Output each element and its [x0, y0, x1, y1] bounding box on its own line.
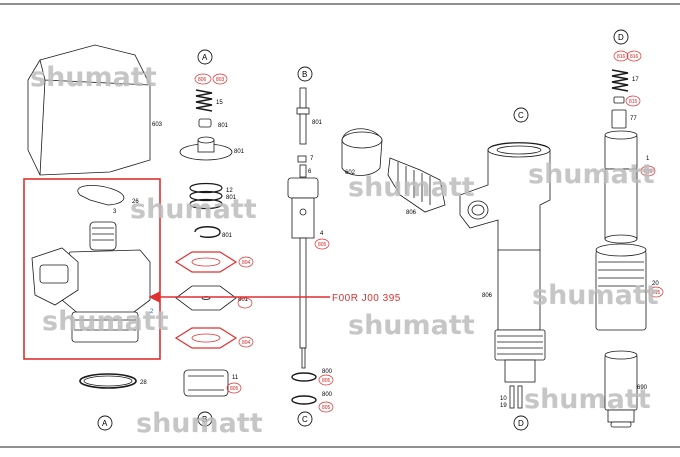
label-801a: 801	[218, 123, 229, 129]
marker-a-top: A	[202, 53, 208, 62]
marker-d-bottom: D	[518, 419, 524, 428]
marker-c-top: C	[518, 111, 524, 120]
label-801f: 801	[312, 120, 323, 126]
label-26: 26	[132, 199, 139, 205]
label-11: 11	[232, 375, 239, 381]
red-label-816b: 816	[630, 54, 639, 60]
section-markers	[97, 29, 629, 431]
red-label-815c: 815	[652, 290, 661, 296]
watermark-4: shumatt	[348, 310, 475, 341]
label-603: 603	[152, 122, 163, 128]
marker-b-top: B	[302, 70, 307, 79]
marker-a-bottom: A	[102, 419, 108, 428]
red-label-804b: 804	[242, 340, 251, 346]
watermark-7: shumatt	[528, 159, 655, 190]
label-77: 77	[630, 116, 637, 122]
red-label-804a: 804	[242, 260, 251, 266]
label-7: 7	[310, 156, 314, 162]
red-label-805b: 805	[318, 242, 327, 248]
label-4: 4	[320, 231, 324, 237]
spring-d	[611, 69, 629, 92]
red-label-803: 803	[216, 77, 225, 83]
cover-cap	[27, 44, 151, 176]
marker-d-top: D	[618, 33, 624, 42]
shim-upper	[174, 251, 238, 273]
label-28: 28	[140, 380, 147, 386]
retaining-clip	[77, 185, 125, 206]
spring-small	[195, 89, 213, 112]
solenoid-group	[27, 44, 151, 389]
label-690: 690	[637, 385, 648, 391]
watermark-1: shumatt	[30, 62, 157, 93]
label-602: 602	[345, 170, 356, 176]
red-label-815: 815	[629, 99, 638, 105]
injector-body-group	[341, 128, 551, 409]
marker-c-bottom: C	[302, 415, 308, 424]
label-20: 20	[652, 281, 659, 287]
label-3: 3	[113, 209, 117, 215]
label-10: 10	[500, 396, 507, 402]
red-label-805c: 805	[322, 378, 331, 384]
label-801d: 801	[222, 233, 233, 239]
label-800a: 800	[322, 369, 333, 375]
watermark-9: shumatt	[524, 384, 651, 415]
red-label-816a: 816	[617, 54, 626, 60]
label-12: 12	[226, 188, 233, 194]
label-800b: 800	[322, 392, 333, 398]
label-19: 19	[500, 403, 507, 409]
armature-group	[174, 89, 238, 397]
valve-body	[287, 177, 319, 199]
marker-b-bottom: B	[202, 415, 207, 424]
spring-large	[189, 182, 223, 210]
label-801b: 801	[234, 149, 245, 155]
label-806a: 806	[406, 210, 417, 216]
label-801c: 801	[226, 195, 237, 201]
shim-lower	[174, 327, 238, 349]
nozzle-needle	[299, 237, 307, 349]
red-label-806: 806	[198, 77, 207, 83]
part-number-label: F00R J00 395	[332, 293, 401, 304]
highlight-box	[23, 178, 161, 360]
label-15: 15	[216, 100, 223, 106]
label-17: 17	[632, 77, 639, 83]
watermark-3: shumatt	[42, 306, 169, 337]
label-806b: 806	[482, 293, 493, 299]
valve-rod-group	[287, 87, 319, 405]
red-label-805d: 805	[322, 405, 331, 411]
label-1: 1	[646, 156, 650, 162]
label-2: 2	[150, 309, 154, 315]
o-ring	[79, 373, 137, 389]
red-label-805a: 805	[230, 386, 239, 392]
label-801e: 801	[238, 297, 249, 303]
red-callouts-b	[194, 73, 254, 394]
watermark-2: shumatt	[130, 194, 257, 225]
watermark-5: shumatt	[136, 408, 263, 439]
label-6: 6	[308, 169, 312, 175]
watermark-8: shumatt	[532, 280, 659, 311]
watermark-6: shumatt	[348, 172, 475, 203]
nozzle-group	[595, 69, 647, 428]
red-label-815b: 815	[644, 169, 653, 175]
